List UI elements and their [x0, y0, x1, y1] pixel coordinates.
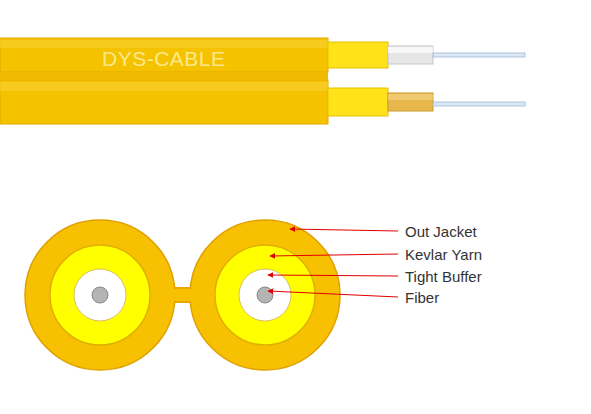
- part-label: Out Jacket: [405, 224, 477, 239]
- cable-band: DYS-CABLE: [102, 48, 226, 69]
- part-label: Fiber: [405, 290, 439, 305]
- part-label: Kevlar Yarn: [405, 247, 482, 262]
- cable-print: DYS-CABLE: [102, 48, 226, 69]
- part-label: Tight Buffer: [405, 269, 482, 284]
